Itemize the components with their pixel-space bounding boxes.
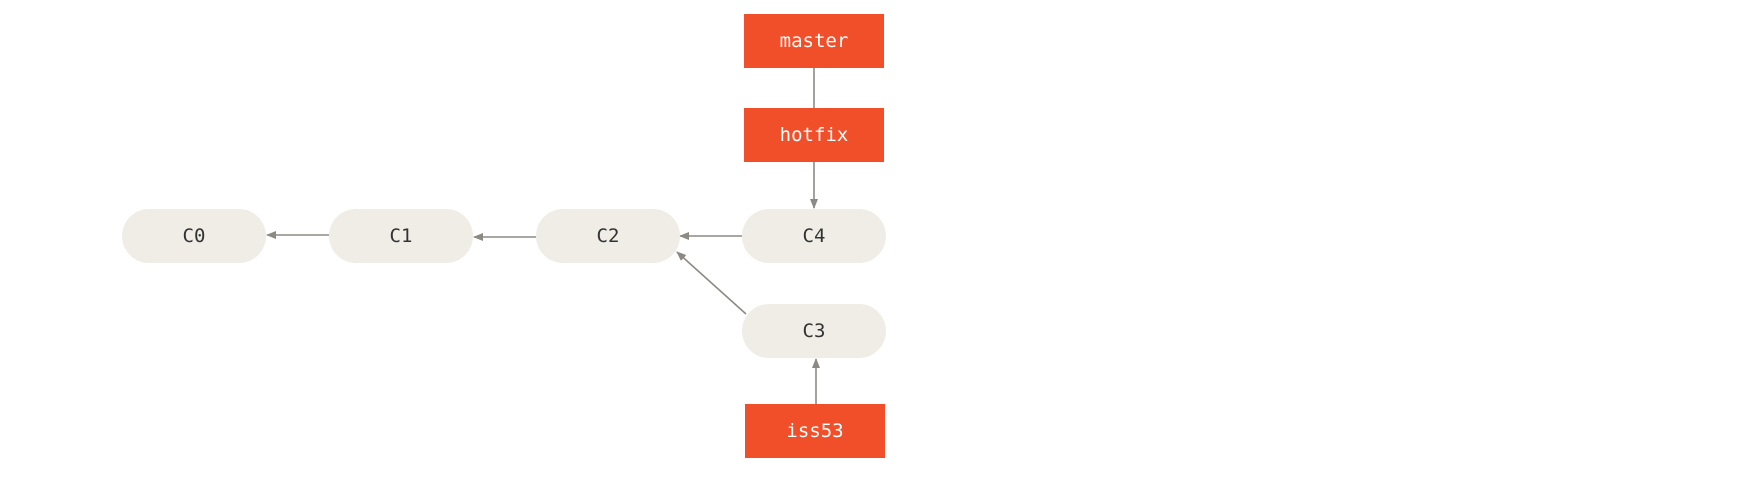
commit-c0: C0: [122, 209, 266, 263]
branch-iss53: iss53: [745, 404, 885, 458]
branch-label: master: [779, 30, 849, 52]
commit-label: C1: [389, 225, 413, 247]
commit-label: C0: [182, 225, 206, 247]
commit-c4: C4: [742, 209, 886, 263]
commit-c3: C3: [742, 304, 886, 358]
branch-hotfix: hotfix: [744, 108, 884, 162]
commit-label: C4: [802, 225, 826, 247]
commit-label: C3: [802, 320, 826, 342]
edge-c3-to-c2: [676, 251, 747, 315]
commit-label: C2: [596, 225, 620, 247]
branch-label: hotfix: [779, 124, 849, 146]
commit-c1: C1: [329, 209, 473, 263]
branch-label: iss53: [786, 420, 844, 442]
commit-c2: C2: [536, 209, 680, 263]
branch-master: master: [744, 14, 884, 68]
